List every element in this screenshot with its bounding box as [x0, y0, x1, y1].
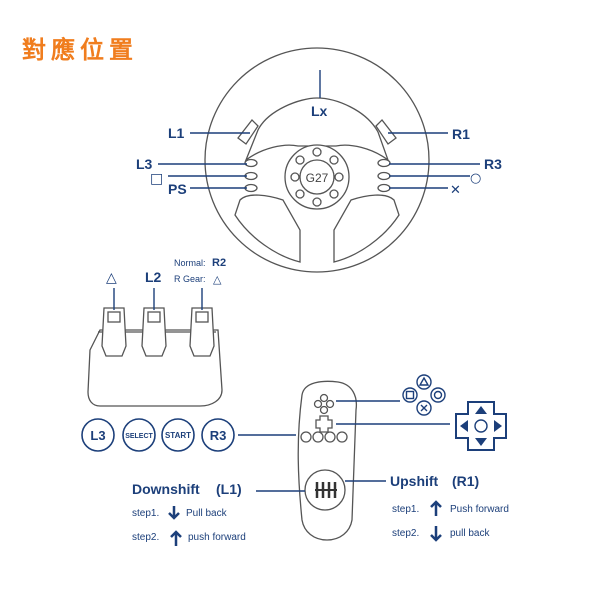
upshift-step1-text: Push forward [450, 504, 509, 515]
arrow-up-icon [430, 500, 442, 516]
label-ps: PS [168, 181, 187, 197]
face-buttons-icon [402, 374, 446, 416]
dpad-icon [455, 401, 507, 451]
downshift-step2-text: push forward [188, 532, 246, 543]
label-r3: R3 [484, 156, 502, 172]
upshift-step2-text: pull back [450, 528, 490, 539]
cross-symbol: ✕ [450, 183, 461, 198]
label-l3: L3 [136, 156, 153, 172]
pedal-right-rgear-label: R Gear: [174, 274, 206, 284]
shifter-button-r3: R3 [201, 418, 235, 452]
upshift-step1-label: step1. [392, 504, 419, 515]
shifter-button-start: START [161, 418, 195, 452]
page-title: 對應位置 [22, 36, 138, 64]
label-l1: L1 [168, 125, 185, 141]
pedal-middle-label: L2 [145, 269, 162, 285]
pedal-set [87, 307, 223, 407]
upshift-step2-label: step2. [392, 528, 419, 539]
left-paddle [237, 119, 259, 145]
downshift-key: (L1) [216, 481, 242, 497]
button-start-label: START [165, 431, 191, 440]
wheel-brand-label: G27 [306, 171, 329, 185]
downshift-title: Downshift [132, 481, 200, 497]
upshift-title: Upshift [390, 473, 439, 489]
circle-symbol: ○ [470, 171, 481, 186]
square-symbol: □ [150, 171, 163, 187]
shifter-unit [297, 380, 358, 541]
middle-pedal [141, 307, 167, 357]
pedal-left-symbol: △ [106, 270, 117, 286]
upshift-key: (R1) [452, 473, 479, 489]
pedal-right-normal-label: Normal: [174, 258, 206, 268]
downshift-step1-text: Pull back [186, 508, 228, 519]
arrow-up-icon [170, 530, 182, 546]
button-l3-label: L3 [90, 428, 105, 443]
downshift-step1-label: step1. [132, 508, 159, 519]
shifter-button-select: SELECT [122, 418, 156, 452]
left-pedal [101, 307, 127, 357]
pedal-right-normal-value: R2 [212, 257, 226, 269]
arrow-down-icon [430, 526, 442, 542]
pedal-right-rgear-symbol: △ [213, 273, 222, 286]
right-paddle [375, 119, 397, 145]
label-r1: R1 [452, 126, 470, 142]
downshift-step2-label: step2. [132, 532, 159, 543]
arrow-down-icon [168, 506, 180, 520]
label-lx: Lx [311, 103, 328, 119]
steering-wheel: G27 [204, 47, 430, 273]
shifter-button-l3: L3 [81, 418, 115, 452]
right-pedal [189, 307, 215, 357]
button-r3-label: R3 [210, 428, 227, 443]
button-select-label: SELECT [125, 433, 153, 440]
